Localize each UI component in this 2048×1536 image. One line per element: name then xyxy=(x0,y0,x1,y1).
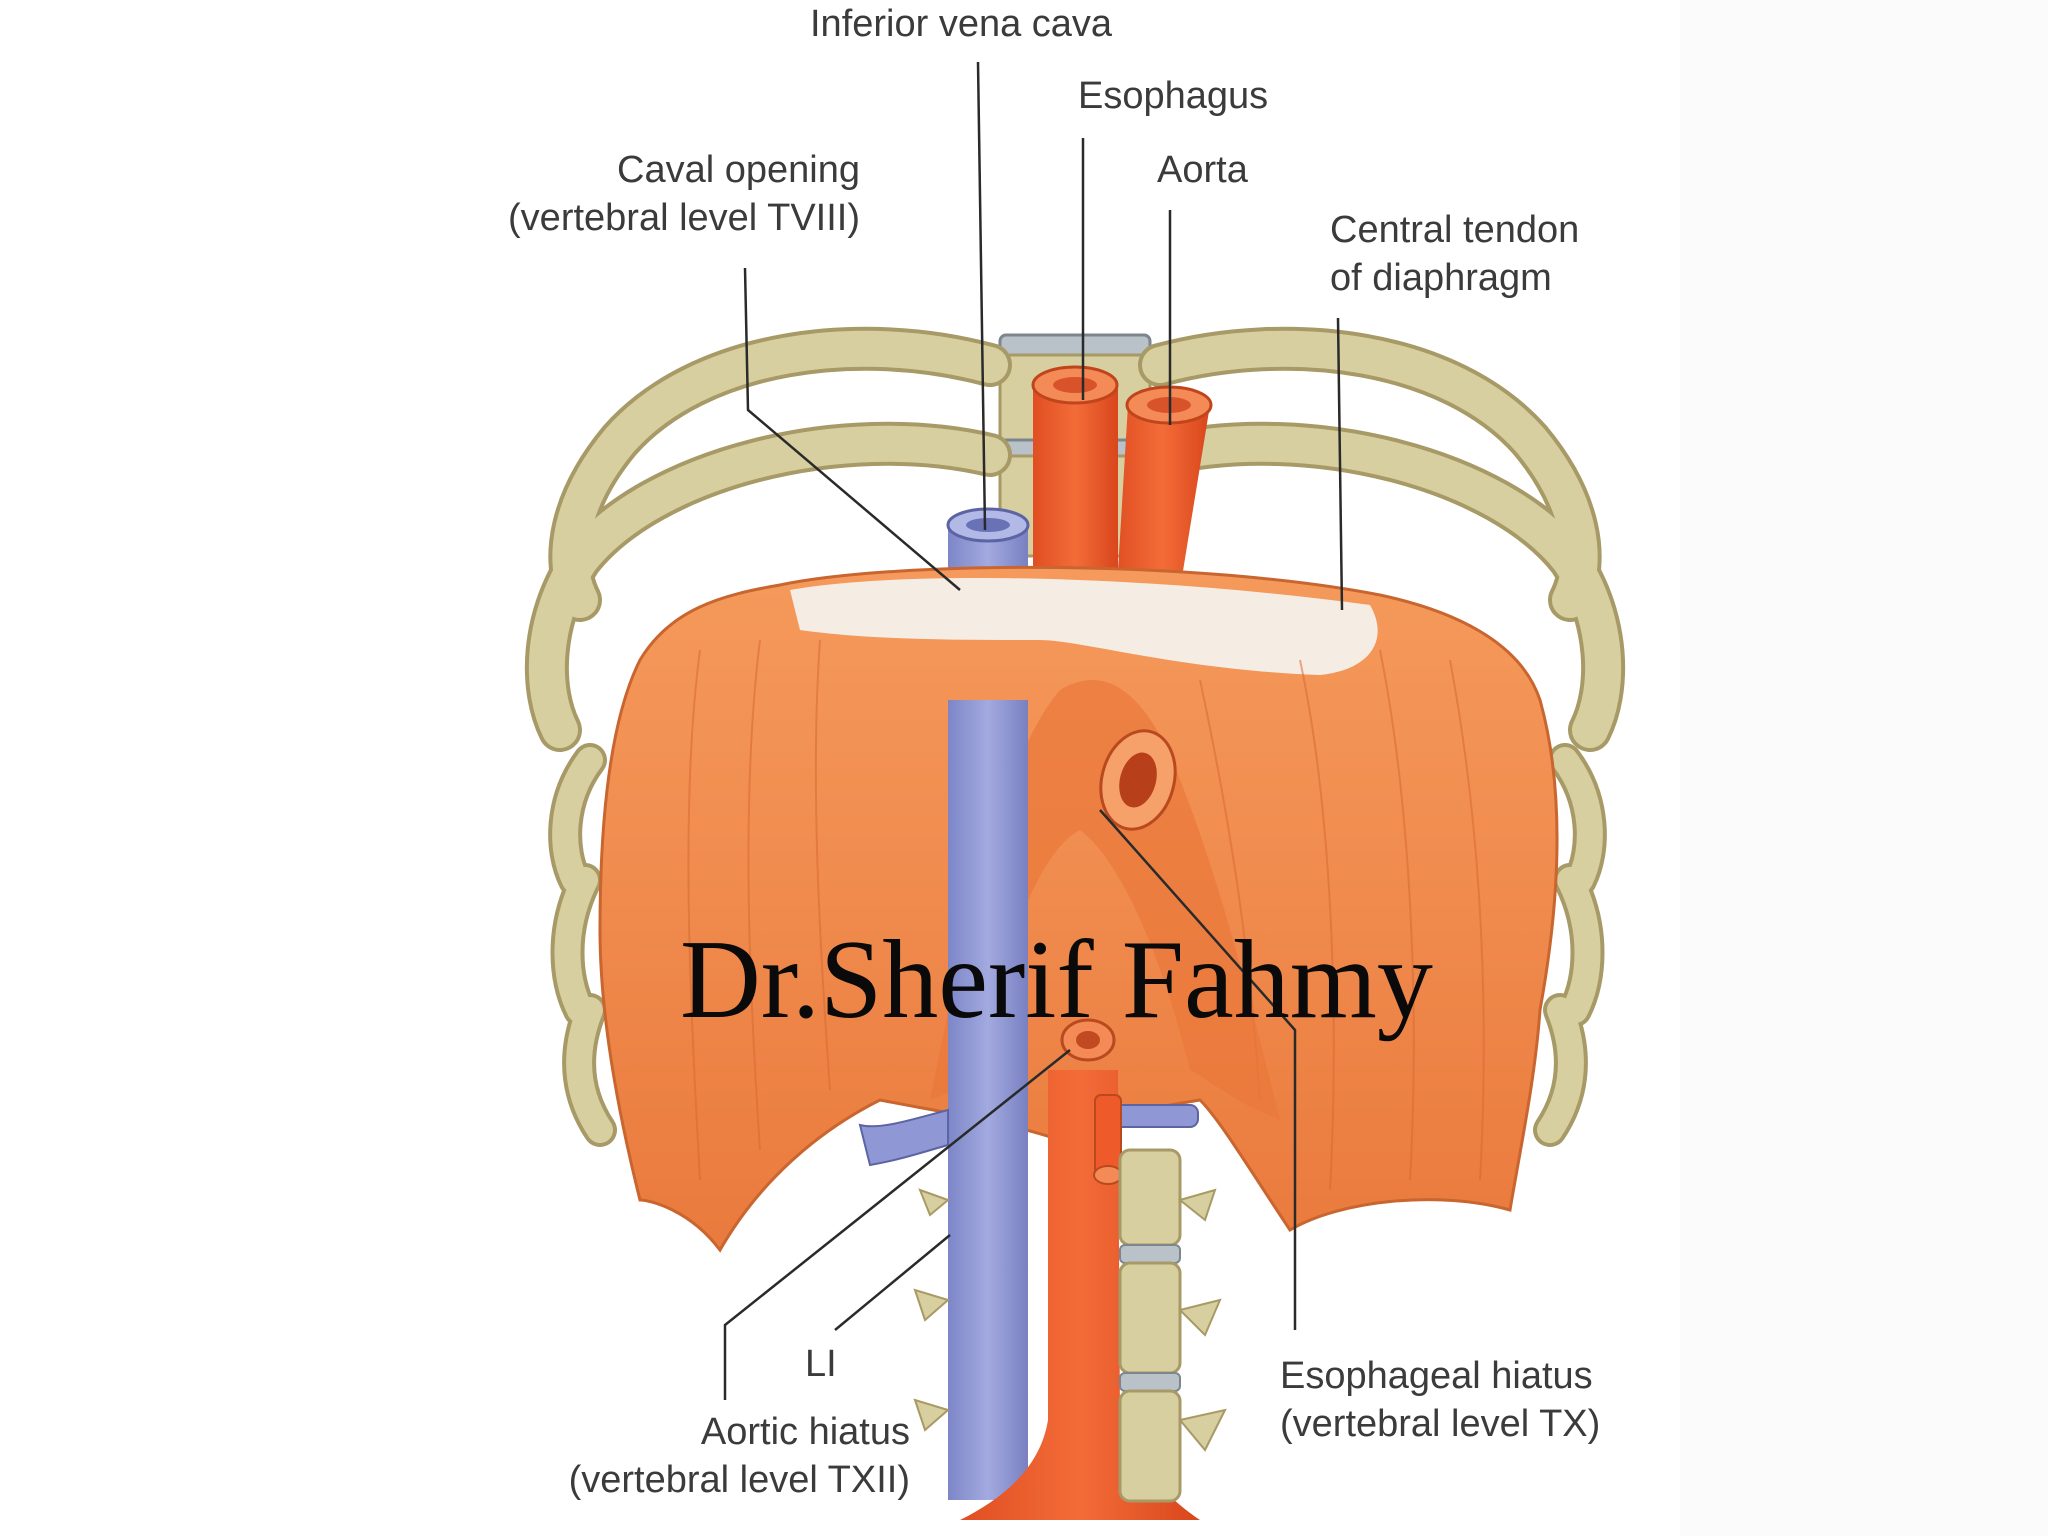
page-edge-shadow xyxy=(1680,0,2048,1536)
vertebral-column-lower xyxy=(913,1148,1227,1503)
ivc-lower xyxy=(858,700,1028,1500)
label-central-tendon: Central tendon of diaphragm xyxy=(1330,209,1580,299)
esophageal-hiatus-opening xyxy=(1099,729,1177,831)
leader-central-tendon xyxy=(1336,317,1344,611)
leader-esophageal-hiatus xyxy=(1099,809,1297,1330)
aorta-lower xyxy=(960,1018,1200,1520)
leader-li xyxy=(834,1234,951,1331)
label-esophageal-hiatus: Esophageal hiatus (vertebral level TX) xyxy=(1280,1355,1601,1445)
label-aorta: Aorta xyxy=(1157,149,1248,191)
label-aortic-hiatus: Aortic hiatus (vertebral level TXII) xyxy=(568,1411,910,1501)
label-inferior-vena-cava: Inferior vena cava xyxy=(810,3,1113,45)
leader-aortic-hiatus xyxy=(723,1049,1071,1400)
leader-caval-opening xyxy=(743,267,961,591)
label-li: LI xyxy=(805,1343,837,1385)
leader-ivc xyxy=(976,61,987,531)
ribs xyxy=(524,326,1626,1147)
label-caval-opening: Caval opening (vertebral level TVIII) xyxy=(508,149,860,239)
label-esophagus: Esophagus xyxy=(1078,75,1269,117)
leader-lines xyxy=(723,61,1344,1400)
watermark-text: Dr.Sherif Fahmy xyxy=(680,918,1433,1042)
